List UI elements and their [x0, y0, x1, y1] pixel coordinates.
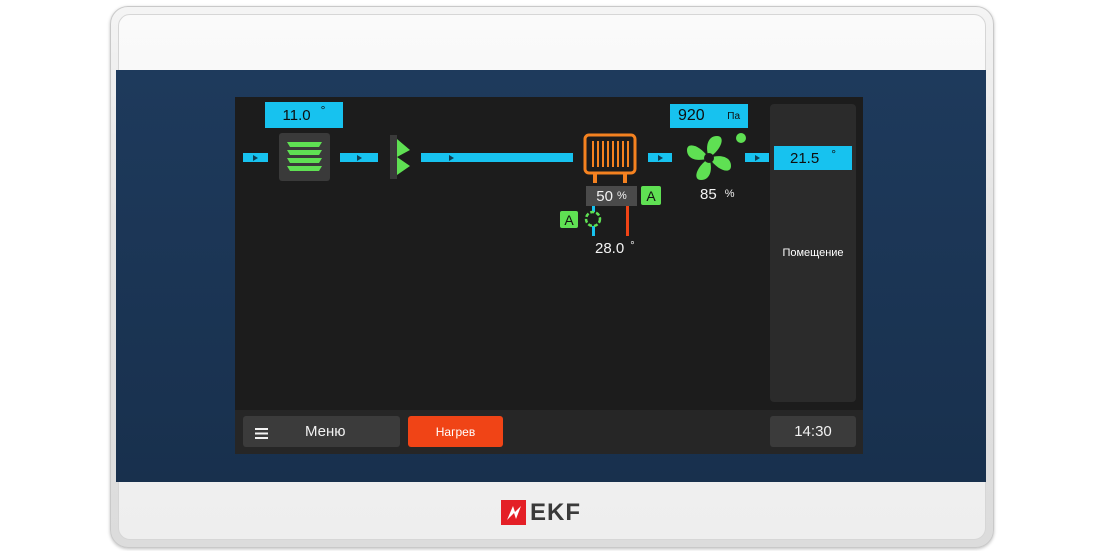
- brand-logo-text: EKF: [530, 499, 581, 526]
- pressure-value: 920: [678, 107, 705, 124]
- outdoor-temp-value: 11.0: [282, 106, 311, 124]
- menu-button[interactable]: Меню: [243, 416, 400, 447]
- fan-speed-unit: %: [724, 188, 735, 200]
- ekf-logo-icon: [501, 500, 526, 525]
- supply-temp-display[interactable]: 21.5 °: [774, 146, 852, 170]
- menu-icon: [255, 426, 268, 439]
- pressure-display[interactable]: 920 Па: [670, 104, 748, 128]
- duct-segment-2: [421, 153, 573, 162]
- supply-temp-value: 21.5: [789, 149, 820, 167]
- valve-position-value: 50: [596, 187, 613, 205]
- room-panel-label: Помещение: [782, 247, 844, 259]
- duct-segment-1: [340, 153, 378, 162]
- duct-segment-3: [648, 153, 672, 162]
- return-water-temp-value: 28.0: [595, 240, 625, 257]
- pump-mode-badge[interactable]: A: [560, 211, 578, 228]
- mode-button[interactable]: Нагрев: [408, 416, 503, 447]
- fan-speed-value: 85: [700, 186, 717, 203]
- return-pipe: [626, 206, 629, 236]
- filter-icon[interactable]: [389, 133, 413, 181]
- return-water-temp: 28.0 °: [595, 240, 655, 258]
- mode-label: Нагрев: [435, 424, 476, 439]
- heater-icon[interactable]: [583, 133, 638, 183]
- fan-icon[interactable]: [683, 132, 747, 184]
- fan-speed-display: 85 %: [700, 186, 750, 204]
- valve-mode-badge[interactable]: A: [641, 186, 661, 205]
- return-water-temp-unit: °: [630, 240, 635, 252]
- menu-label: Меню: [305, 423, 346, 440]
- duct-segment-4: [745, 153, 769, 162]
- valve-position-display[interactable]: 50 %: [586, 186, 637, 206]
- pressure-unit: Па: [727, 110, 740, 122]
- valve-position-unit: %: [616, 190, 627, 202]
- damper-icon[interactable]: [279, 133, 330, 181]
- outdoor-temp-unit: °: [320, 103, 326, 117]
- supply-temp-unit: °: [831, 147, 836, 161]
- clock-display[interactable]: 14:30: [770, 416, 856, 447]
- outdoor-temp-display[interactable]: 11.0 °: [265, 102, 343, 128]
- clock-time: 14:30: [794, 423, 832, 440]
- duct-intake: [243, 153, 268, 162]
- pump-icon[interactable]: [583, 209, 603, 229]
